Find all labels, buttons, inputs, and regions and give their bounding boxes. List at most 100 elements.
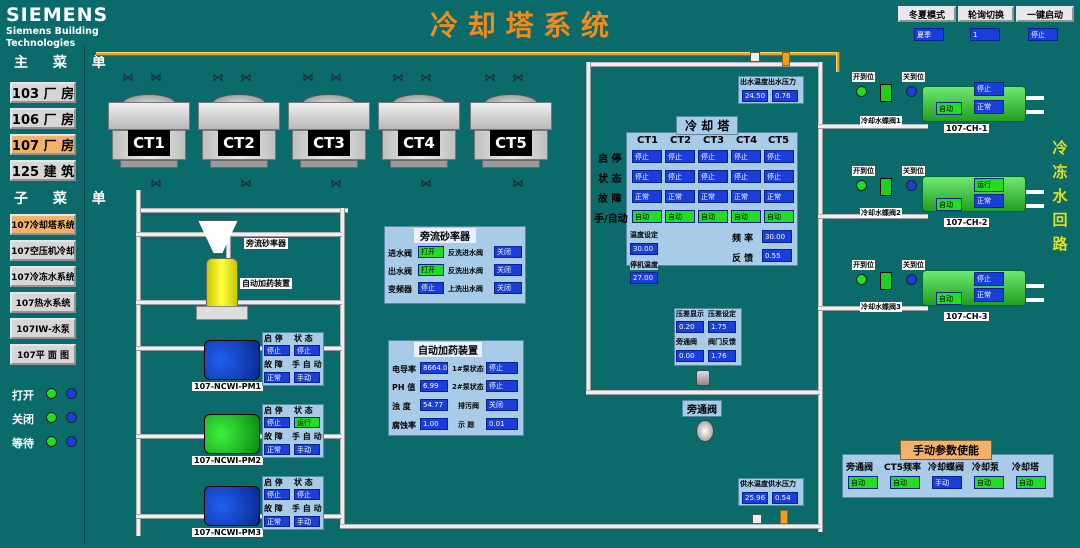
- dp-display: 0.20: [676, 321, 704, 333]
- pump2-start[interactable]: 停止: [264, 417, 290, 428]
- manual-bypass[interactable]: 自动: [848, 476, 878, 489]
- submenu-iw-pump[interactable]: 107IW-水泵: [10, 318, 76, 339]
- dose-drain-valve[interactable]: 关闭: [486, 399, 518, 411]
- cooling-tower-ct5[interactable]: CT5: [470, 94, 552, 168]
- valve-icon[interactable]: ⋈: [484, 71, 496, 84]
- submenu-floor-plan[interactable]: 107平 面 图: [10, 344, 76, 365]
- valve-icon[interactable]: ⋈: [330, 71, 342, 84]
- legend-close-led-blue: [66, 412, 77, 423]
- cooling-tower-ct2[interactable]: CT2: [198, 94, 280, 168]
- freq-label: 频 率: [732, 234, 754, 244]
- valve-icon[interactable]: ⋈: [150, 177, 162, 190]
- pump2-start-head: 启 停: [264, 406, 283, 415]
- ct4-start[interactable]: 停止: [731, 150, 761, 163]
- cooling-tower-ct1[interactable]: CT1: [108, 94, 190, 168]
- bypass-valve-value[interactable]: 0.00: [676, 350, 704, 362]
- ct4-auto[interactable]: 自动: [731, 210, 761, 223]
- valve-icon[interactable]: ⋈: [122, 71, 134, 84]
- manual-ct5-freq[interactable]: 自动: [890, 476, 920, 489]
- menu-item-103[interactable]: 103 厂 房: [10, 82, 76, 103]
- dp-setpoint[interactable]: 1.75: [708, 321, 736, 333]
- sand-backwash-out[interactable]: 关闭: [494, 264, 522, 276]
- valve-icon[interactable]: ⋈: [512, 71, 524, 84]
- sand-l3: 出水阀: [388, 267, 412, 276]
- ct5-start[interactable]: 停止: [764, 150, 794, 163]
- menu-item-125[interactable]: 125 建 筑: [10, 160, 76, 181]
- bypass-valve-icon[interactable]: [696, 420, 714, 442]
- sand-upwash-out[interactable]: 关闭: [494, 282, 522, 294]
- sand-outlet-valve[interactable]: 打开: [418, 264, 444, 276]
- valve-icon[interactable]: ⋈: [420, 71, 432, 84]
- legend-open-led-blue: [66, 388, 77, 399]
- pump2-state-head: 状 态: [294, 406, 313, 415]
- one-key-start-label: 一键启动: [1016, 6, 1074, 22]
- valve-icon[interactable]: ⋈: [240, 177, 252, 190]
- valve-icon[interactable]: ⋈: [150, 71, 162, 84]
- ch1-run: 停止: [974, 82, 1004, 96]
- submenu-chilled-water[interactable]: 107冷冻水系统: [10, 266, 76, 287]
- ct2-state: 停止: [665, 170, 695, 183]
- ct3-auto[interactable]: 自动: [698, 210, 728, 223]
- chw-char: 路: [1052, 235, 1068, 253]
- valve-icon[interactable]: ⋈: [302, 71, 314, 84]
- ct-row-fault: 故 障: [598, 194, 622, 205]
- ct1-start[interactable]: 停止: [632, 150, 662, 163]
- stop-temp-value[interactable]: 27.00: [630, 272, 658, 284]
- dosing-pipe: [136, 300, 342, 305]
- ct1-auto[interactable]: 自动: [632, 210, 662, 223]
- freq-value[interactable]: 30.00: [762, 230, 792, 243]
- pump2-auto-head: 手 自 动: [292, 432, 322, 441]
- pump3-start[interactable]: 停止: [264, 489, 290, 500]
- pump1-state-head: 状 态: [294, 334, 313, 343]
- pump3-icon[interactable]: [204, 486, 260, 526]
- season-mode-value[interactable]: 夏季: [914, 28, 944, 41]
- submenu-air-compressor[interactable]: 107空压机冷却: [10, 240, 76, 261]
- pump2-auto[interactable]: 手动: [294, 444, 320, 455]
- pump3-auto[interactable]: 手动: [294, 516, 320, 527]
- polling-switch-value[interactable]: 1: [970, 28, 1000, 41]
- dp-l3: 旁通阀: [676, 338, 697, 346]
- ct5-auto[interactable]: 自动: [764, 210, 794, 223]
- valve-icon[interactable]: ⋈: [212, 71, 224, 84]
- manual-butterfly[interactable]: 手动: [932, 476, 962, 489]
- season-mode-label: 冬夏模式: [898, 6, 956, 22]
- ct3-start[interactable]: 停止: [698, 150, 728, 163]
- legend-open-led-green: [46, 388, 57, 399]
- manual-pump[interactable]: 自动: [974, 476, 1004, 489]
- ch2-valve-actuator-icon[interactable]: [880, 178, 892, 196]
- cooling-tower-ct4[interactable]: CT4: [378, 94, 460, 168]
- ch1-valve-actuator-icon[interactable]: [880, 84, 892, 102]
- sand-inverter[interactable]: 停止: [418, 282, 444, 294]
- cooling-tower-ct3[interactable]: CT3: [288, 94, 370, 168]
- menu-item-106[interactable]: 106 厂 房: [10, 108, 76, 129]
- bypass-actuator-icon[interactable]: [696, 370, 710, 386]
- pump1-icon[interactable]: [204, 340, 260, 380]
- submenu-hot-water[interactable]: 107热水系统: [10, 292, 76, 313]
- valve-feedback: 1.76: [708, 350, 736, 362]
- pump2-icon[interactable]: [204, 414, 260, 454]
- ct2-auto[interactable]: 自动: [665, 210, 695, 223]
- valve-icon[interactable]: ⋈: [330, 177, 342, 190]
- ch3-valve-actuator-icon[interactable]: [880, 272, 892, 290]
- valve-icon[interactable]: ⋈: [420, 177, 432, 190]
- pump1-start[interactable]: 停止: [264, 345, 290, 356]
- one-key-start-value[interactable]: 停止: [1028, 28, 1058, 41]
- valve-icon[interactable]: ⋈: [240, 71, 252, 84]
- valve-icon[interactable]: ⋈: [392, 71, 404, 84]
- pump1-auto-head: 手 自 动: [292, 360, 322, 369]
- ct2-fault: 正常: [665, 190, 695, 203]
- ch3-name: 107-CH-3: [944, 312, 990, 321]
- submenu-cooling-tower[interactable]: 107冷却塔系统: [10, 214, 76, 235]
- manual-tower[interactable]: 自动: [1016, 476, 1046, 489]
- chw-char: 水: [1052, 187, 1068, 205]
- sand-filter-icon[interactable]: [198, 220, 238, 254]
- dosing-tank-icon[interactable]: [206, 258, 238, 310]
- menu-item-107[interactable]: 107 厂 房: [10, 134, 76, 155]
- ct2-start[interactable]: 停止: [665, 150, 695, 163]
- sand-inlet-valve[interactable]: 打开: [418, 246, 444, 258]
- valve-icon[interactable]: ⋈: [512, 177, 524, 190]
- temp-set-value[interactable]: 30.00: [630, 243, 658, 255]
- pump1-auto[interactable]: 手动: [294, 372, 320, 383]
- pump1-fault-head: 故 障: [264, 360, 283, 369]
- sand-backwash-in[interactable]: 关闭: [494, 246, 522, 258]
